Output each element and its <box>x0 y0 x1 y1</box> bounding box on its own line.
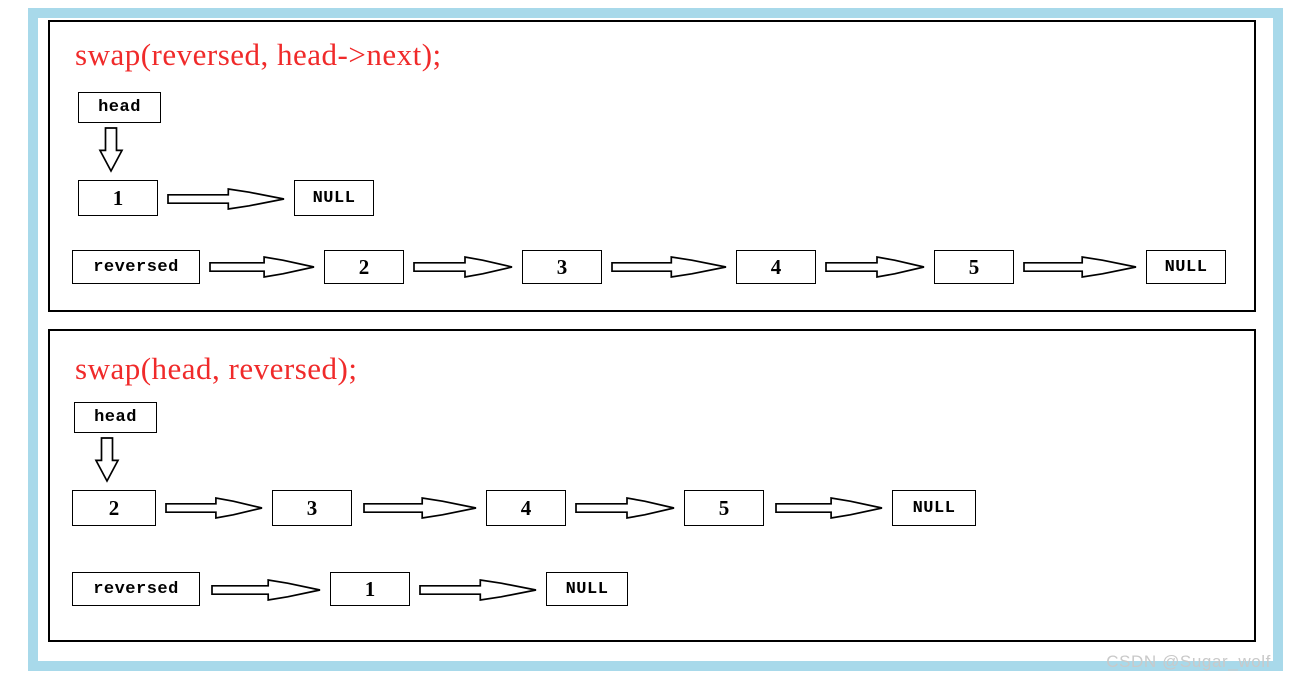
pointer-box-head-p0: head <box>78 92 161 123</box>
panel-title: swap(reversed, head->next); <box>75 37 442 72</box>
link-arrow-p0-r1-3 <box>825 255 925 279</box>
link-arrow-p1-r0-1 <box>363 497 477 519</box>
link-arrow-p0-r1-0 <box>209 255 315 279</box>
outer-frame-left <box>28 8 38 671</box>
watermark: CSDN @Sugar_wolf <box>1106 652 1271 671</box>
node-box-p0-r1-5: NULL <box>1146 250 1226 284</box>
pointer-box-head-p1: head <box>74 402 157 433</box>
link-arrow-p0-r0-0 <box>167 188 285 210</box>
node-box-p0-r0-1: NULL <box>294 180 374 216</box>
node-box-p0-r1-2: 3 <box>522 250 602 284</box>
link-arrow-p0-r1-1 <box>413 255 513 279</box>
node-box-p1-r0-1: 3 <box>272 490 352 526</box>
link-arrow-p1-r0-2 <box>575 496 675 520</box>
link-arrow-p0-r1-2 <box>611 256 727 278</box>
outer-frame-bottom <box>28 661 1283 671</box>
node-box-p1-r1-1: 1 <box>330 572 410 606</box>
node-box-p0-r1-0: reversed <box>72 250 200 284</box>
pointer-arrow-down-p0 <box>98 127 124 173</box>
node-box-p1-r0-4: NULL <box>892 490 976 526</box>
panel-title: swap(head, reversed); <box>75 351 358 386</box>
node-box-p1-r1-2: NULL <box>546 572 628 606</box>
outer-frame-right <box>1273 8 1283 671</box>
node-box-p0-r1-1: 2 <box>324 250 404 284</box>
link-arrow-p0-r1-4 <box>1023 256 1137 278</box>
link-arrow-p1-r1-1 <box>419 579 537 601</box>
link-arrow-p1-r0-3 <box>775 496 883 520</box>
node-box-p0-r0-0: 1 <box>78 180 158 216</box>
node-box-p1-r0-3: 5 <box>684 490 764 526</box>
outer-frame-top <box>28 8 1283 18</box>
pointer-arrow-down-p1 <box>94 437 120 483</box>
node-box-p0-r1-3: 4 <box>736 250 816 284</box>
link-arrow-p1-r1-0 <box>211 578 321 602</box>
node-box-p1-r0-0: 2 <box>72 490 156 526</box>
node-box-p1-r1-0: reversed <box>72 572 200 606</box>
node-box-p1-r0-2: 4 <box>486 490 566 526</box>
link-arrow-p1-r0-0 <box>165 496 263 520</box>
node-box-p0-r1-4: 5 <box>934 250 1014 284</box>
